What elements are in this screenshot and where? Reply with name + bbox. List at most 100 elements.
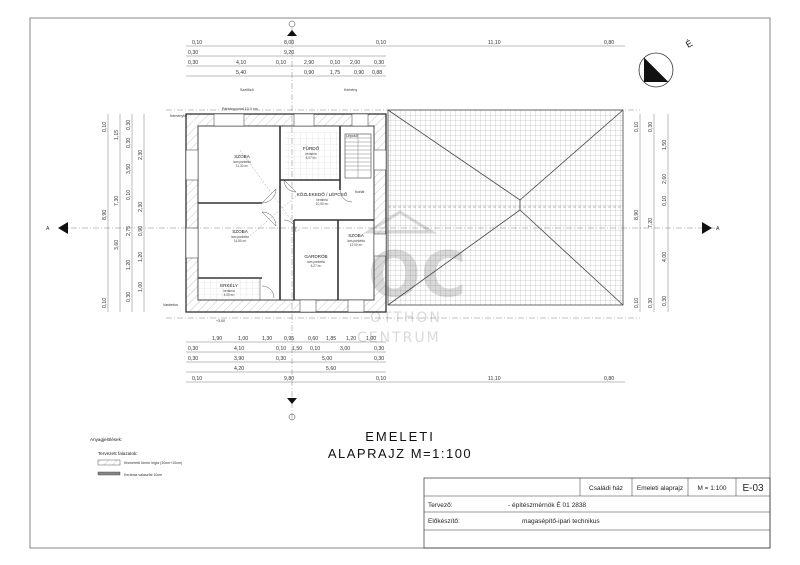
tb-designer-value: - építészmérnök É 01 2838 xyxy=(508,500,586,509)
legend-heading: Anyagjelölések: xyxy=(90,437,122,442)
dim-right-3-1: 2,60 xyxy=(662,174,668,184)
dim-bot-1-2: 1,30 xyxy=(262,336,272,342)
dim-left-3-6: 0,30 xyxy=(126,292,132,302)
dim-left-4-4: 1,00 xyxy=(138,282,144,292)
north-arrow-icon: É xyxy=(638,38,694,88)
dims-bottom: 1,90 1,00 1,30 0,95 0,60 1,85 1,20 1,00 … xyxy=(188,336,614,382)
room-name-5: GARDRÓB xyxy=(304,253,327,259)
section-marker-left: A xyxy=(46,222,68,234)
room-area-4: 14,80 m² xyxy=(234,239,247,243)
legend-item-brick: Kisméretű tömör tégla (30cm+10cm) xyxy=(124,461,182,465)
dim-top-1-2: 0,10 xyxy=(376,40,386,46)
room-area-7: 4,00 m² xyxy=(224,293,235,297)
dim-left-4-0: 2,30 xyxy=(138,150,144,160)
dim-bot-1-1: 1,00 xyxy=(238,336,248,342)
dim-top-1-4: 0,80 xyxy=(604,40,614,46)
dim-top-4-2: 1,75 xyxy=(330,70,340,76)
dim-bot-3-4: 0,30 xyxy=(374,356,384,362)
dim-top-4-4: 0,88 xyxy=(372,70,382,76)
dim-bot-2-4: 0,10 xyxy=(310,346,320,352)
dim-left-1-2: 0,10 xyxy=(102,298,108,308)
dim-top-3-3: 2,90 xyxy=(304,60,314,66)
dim-right-3-3: 4,00 xyxy=(662,252,668,262)
dim-bot-2-0: 0,30 xyxy=(188,346,198,352)
annotation-stair: Lépcső xyxy=(346,134,358,138)
balcony xyxy=(197,277,261,301)
dim-bot-2-2: 0,10 xyxy=(276,346,286,352)
annotation-roof-edge: Párkányvonal 10,0 cm xyxy=(222,107,258,111)
dim-left-3-4: 2,75 xyxy=(126,226,132,236)
room-name-6: SZOBA xyxy=(348,233,365,238)
dim-bot-2-3: 1,50 xyxy=(292,346,302,352)
room-area-1: 11,30 m² xyxy=(236,164,248,168)
tb-project: Családi ház xyxy=(589,485,623,492)
room-name-1: SZOBA xyxy=(234,154,251,159)
dim-bot-4-0: 4,20 xyxy=(234,366,244,372)
room-finish-7: kerámia xyxy=(223,289,235,293)
dim-top-4-1: 0,90 xyxy=(304,70,314,76)
dim-left-1-1: 8,90 xyxy=(102,210,108,220)
room-finish-5: lam.parketta xyxy=(307,260,325,264)
watermark-line2: CENTRUM xyxy=(357,330,441,346)
compass-label: É xyxy=(684,38,694,50)
watermark-letters: OC xyxy=(368,238,466,311)
room-finish-3: kerámia xyxy=(316,198,328,202)
dim-bot-4-1: 5,60 xyxy=(326,366,336,372)
dim-right-2-2: 0,30 xyxy=(648,298,654,308)
annotation-chimney-2: Kémény xyxy=(344,88,357,92)
drawing-title-line2: ALAPRAJZ M=1:100 xyxy=(328,446,472,461)
title-block: Családi ház Emeleti alaprajz M = 1:100 E… xyxy=(423,477,771,549)
dim-top-2-0: 0,30 xyxy=(188,50,198,56)
watermark-line1: OTTHON xyxy=(370,310,442,326)
dim-right-3-2: 0,10 xyxy=(662,196,668,206)
dim-left-2-2: 3,60 xyxy=(114,240,120,250)
dim-top-2-1: 9,20 xyxy=(284,50,294,56)
room-area-2: 6,07 m² xyxy=(306,156,317,160)
drawing-title-line1: EMELETI xyxy=(365,429,435,444)
room-name-4: SZOBA xyxy=(232,229,249,234)
dimension-lines xyxy=(107,45,669,383)
dim-bot-1-3: 0,95 xyxy=(284,336,294,342)
tb-drawing: Emeleti alaprajz xyxy=(637,485,683,492)
tb-preparer-label: Előkészítő: xyxy=(428,518,460,525)
dim-bot-5-3: 11,10 xyxy=(488,376,501,382)
annotation-chimney: Kéményfal xyxy=(170,114,187,118)
dim-top-4-0: 5,40 xyxy=(236,70,246,76)
annotation-rail: Korlát xyxy=(355,190,364,194)
floor-plan: SZOBA lam.parketta 11,30 m² FÜRDŐ kerámi… xyxy=(60,28,720,420)
section-label-left: A xyxy=(46,226,50,232)
dim-bot-3-3: 5,00 xyxy=(322,356,332,362)
dims-left: 0,10 8,90 0,10 1,15 7,30 3,60 0,30 0,30 … xyxy=(102,120,144,308)
dim-bot-2-5: 3,00 xyxy=(340,346,350,352)
dim-left-3-0: 0,30 xyxy=(126,120,132,130)
dim-bot-3-1: 3,90 xyxy=(234,356,244,362)
room-finish-4: lam.parketta xyxy=(231,235,249,239)
dim-left-3-5: 1,20 xyxy=(126,260,132,270)
dim-bot-1-6: 1,20 xyxy=(346,336,356,342)
axis-marker-bottom xyxy=(287,398,297,421)
material-legend: Anyagjelölések: Tervezett falazatok: Kis… xyxy=(90,437,182,477)
watermark-logo: OC OTTHON CENTRUM xyxy=(357,210,466,346)
dim-top-4-3: 0,90 xyxy=(354,70,364,76)
dim-top-1-1: 8,00 xyxy=(284,40,294,46)
room-finish-1: lam.parketta xyxy=(233,160,251,164)
room-finish-2: kerámia xyxy=(305,152,317,156)
dim-bot-5-4: 0,80 xyxy=(604,376,614,382)
room-name-3: KÖZLEKEDŐ / LÉPCSŐ xyxy=(297,191,348,197)
room-finish-6: lam.parketta xyxy=(347,239,365,243)
room-area-6: 12,00 m² xyxy=(350,243,363,247)
tb-designer-label: Tervező: xyxy=(428,502,453,509)
dim-right-3-0: 1,50 xyxy=(662,140,668,150)
dim-left-3-3: 0,10 xyxy=(126,190,132,200)
dims-top: 0,10 8,00 0,10 11,10 0,80 0,30 9,20 0,30… xyxy=(188,40,614,76)
dim-right-1-2: 0,10 xyxy=(634,298,640,308)
dim-top-3-4: 0,10 xyxy=(330,60,340,66)
roof-plan xyxy=(387,109,624,306)
dim-left-4-2: 0,90 xyxy=(138,226,144,236)
dim-top-3-6: 0,30 xyxy=(374,60,384,66)
room-area-5: 6,27 m² xyxy=(311,264,322,268)
room-area-3: 10,90 m² xyxy=(316,202,329,206)
dim-left-2-0: 1,15 xyxy=(114,130,120,140)
dim-bot-3-0: 0,30 xyxy=(188,356,198,362)
